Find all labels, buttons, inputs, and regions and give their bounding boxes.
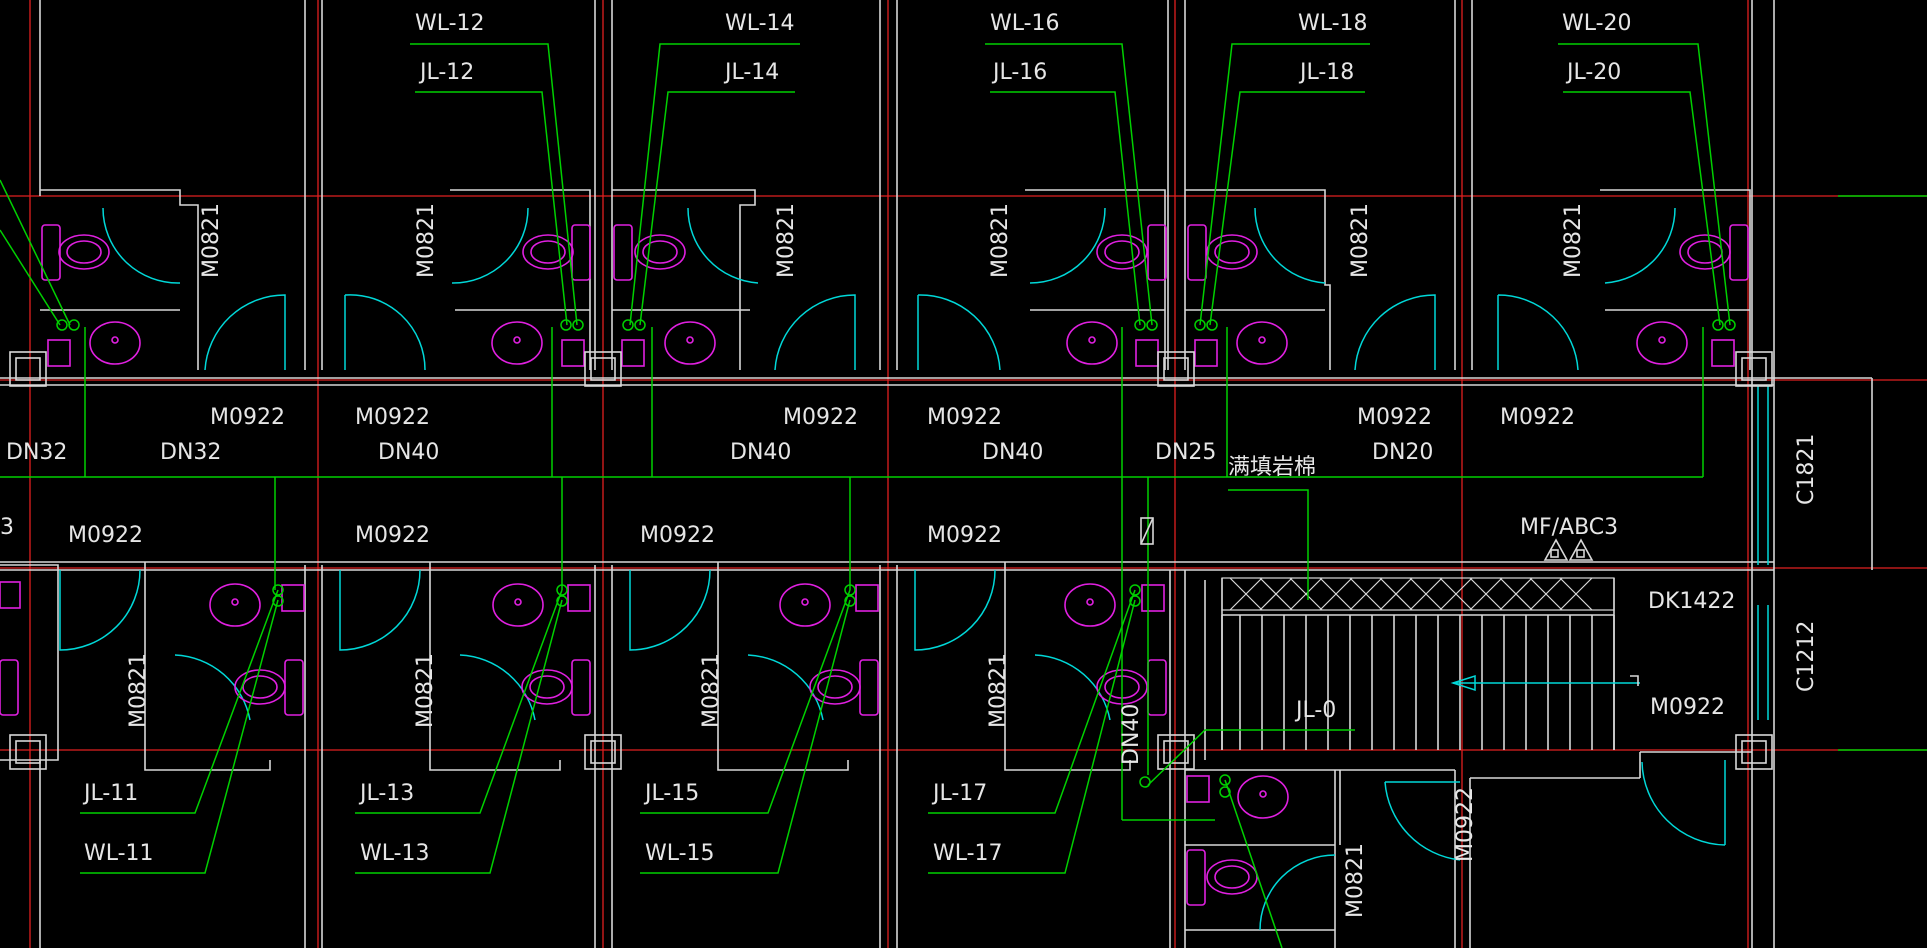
- toilet-fixture: [0, 659, 19, 716]
- label-dn32: DN32: [160, 440, 221, 465]
- label-extinguisher: MF/ABC3: [1520, 515, 1618, 540]
- label-m0922: M0922: [68, 523, 143, 548]
- label-dn40: DN40: [730, 440, 791, 465]
- toilet-fixture: [809, 659, 879, 716]
- label-jl13: JL-13: [358, 781, 414, 806]
- washbasin: [492, 583, 544, 627]
- label-m0821: M0821: [1343, 843, 1368, 918]
- toilet-fixture: [234, 659, 304, 716]
- walls-upper: [0, 0, 1873, 948]
- label-fill-note: 满填岩棉: [1228, 455, 1316, 480]
- toilet-fixture: [613, 224, 686, 281]
- label-m0821: M0821: [199, 203, 224, 278]
- pipe-size-labels: DN32 DN32 DN40 DN40 DN40 DN25 DN20 DN40: [6, 440, 1433, 765]
- annotation-labels: 满填岩棉 MF/ABC3 DK1422 JL-0 C1821 C1212: [1228, 434, 1819, 723]
- label-dn20: DN20: [1372, 440, 1433, 465]
- label-m0922-partial: 3: [0, 515, 14, 540]
- pipe-shafts: [9, 351, 1773, 770]
- label-jl20: JL-20: [1565, 60, 1621, 85]
- windows: [1757, 385, 1769, 720]
- label-dn25: DN25: [1155, 440, 1216, 465]
- toilet-fixture: [1096, 224, 1167, 281]
- label-m0821: M0821: [988, 203, 1013, 278]
- doors: [59, 207, 1726, 931]
- label-jl0: JL-0: [1294, 698, 1336, 723]
- label-m0821: M0821: [1348, 203, 1373, 278]
- washbasin: [1066, 321, 1118, 365]
- label-wl12: WL-12: [415, 11, 485, 36]
- label-wl16: WL-16: [990, 11, 1060, 36]
- label-c1212: C1212: [1794, 621, 1819, 692]
- label-m0821: M0821: [699, 653, 724, 728]
- toilet-fixture: [41, 224, 110, 281]
- washbasin: [664, 321, 716, 365]
- label-dk1422: DK1422: [1648, 589, 1735, 614]
- label-jl14: JL-14: [723, 60, 779, 85]
- label-jl17: JL-17: [931, 781, 987, 806]
- toilet-fixture: [522, 224, 591, 281]
- washbasin: [1236, 321, 1288, 365]
- label-m0821: M0821: [413, 653, 438, 728]
- label-c1821: C1821: [1794, 434, 1819, 505]
- label-wl20: WL-20: [1562, 11, 1632, 36]
- washbasin: [1636, 321, 1688, 365]
- washbasin: [209, 583, 261, 627]
- label-m0821: M0821: [126, 653, 151, 728]
- label-jl12: JL-12: [418, 60, 474, 85]
- washbasin: [89, 321, 141, 365]
- label-m0922: M0922: [927, 523, 1002, 548]
- label-m0922: M0922: [783, 405, 858, 430]
- label-jl18: JL-18: [1298, 60, 1354, 85]
- label-m0922: M0922: [1500, 405, 1575, 430]
- label-m0821: M0821: [774, 203, 799, 278]
- toilet-fixture: [1679, 224, 1749, 281]
- washbasin: [491, 321, 543, 365]
- label-jl15: JL-15: [643, 781, 699, 806]
- label-dn32: DN32: [6, 440, 67, 465]
- label-wl17: WL-17: [933, 841, 1003, 866]
- label-m0922: M0922: [1453, 787, 1478, 862]
- staircase: [1204, 577, 1640, 760]
- walls-lower: [0, 561, 1774, 948]
- toilet-fixture: [1186, 849, 1258, 906]
- water-pipes: [0, 43, 1927, 948]
- label-wl15: WL-15: [645, 841, 715, 866]
- label-m0922: M0922: [1650, 695, 1725, 720]
- label-wl13: WL-13: [360, 841, 430, 866]
- label-m0821: M0821: [1561, 203, 1586, 278]
- label-m0922: M0922: [210, 405, 285, 430]
- toilet-fixture: [521, 659, 591, 716]
- sanitary-fixtures: [0, 224, 1749, 906]
- label-dn40: DN40: [378, 440, 439, 465]
- label-wl18: WL-18: [1298, 11, 1368, 36]
- label-m0821: M0821: [986, 653, 1011, 728]
- label-m0922: M0922: [1357, 405, 1432, 430]
- label-wl11: WL-11: [84, 841, 154, 866]
- door-labels: M0821 M0821 M0821 M0821 M0821 M0821 M082…: [0, 203, 1725, 918]
- label-dn40: DN40: [982, 440, 1043, 465]
- label-jl16: JL-16: [991, 60, 1047, 85]
- label-m0922: M0922: [640, 523, 715, 548]
- label-jl11: JL-11: [82, 781, 138, 806]
- label-wl14: WL-14: [725, 11, 795, 36]
- washbasin: [779, 583, 831, 627]
- washbasin: [1237, 775, 1289, 819]
- label-m0821: M0821: [414, 203, 439, 278]
- label-m0922: M0922: [355, 523, 430, 548]
- label-dn40-vertical: DN40: [1119, 704, 1144, 765]
- upper-riser-labels: WL-12 WL-14 WL-16 WL-18 WL-20 JL-12 JL-1…: [415, 11, 1632, 85]
- label-m0922: M0922: [355, 405, 430, 430]
- fire-extinguisher-icon: [1543, 538, 1594, 561]
- lower-riser-labels: JL-11 JL-13 JL-15 JL-17 WL-11 WL-13 WL-1…: [82, 781, 1003, 866]
- washbasin: [1064, 583, 1116, 627]
- toilet-fixture: [1187, 224, 1258, 281]
- label-m0922: M0922: [927, 405, 1002, 430]
